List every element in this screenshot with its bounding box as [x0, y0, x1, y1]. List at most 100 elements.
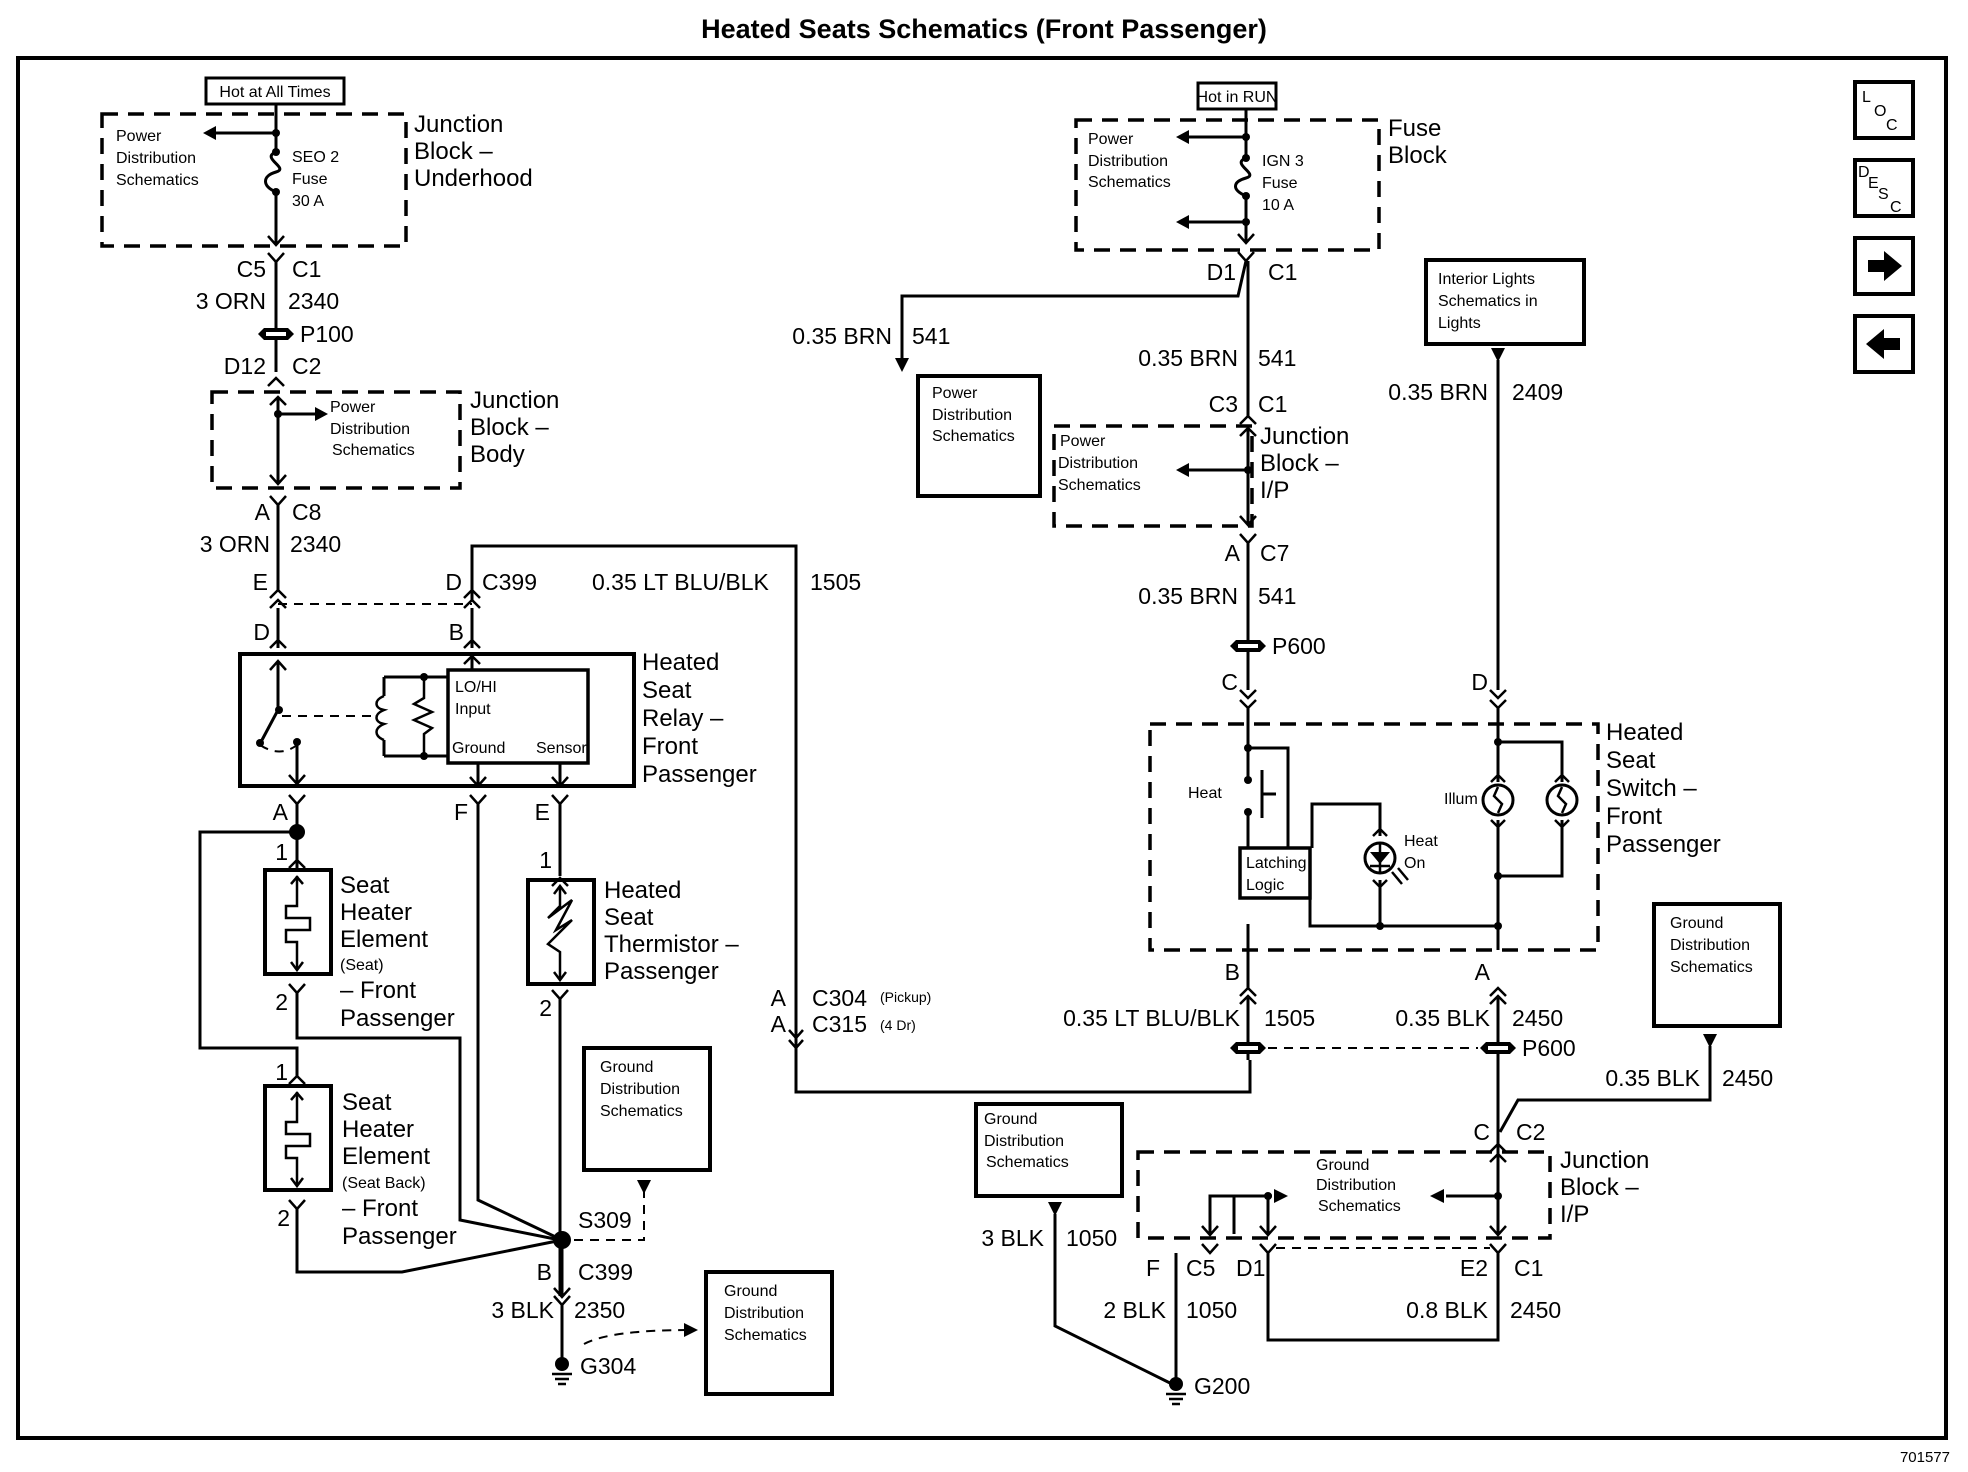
svg-text:Ground: Ground [724, 1283, 777, 1300]
connector-c3: C3 [1209, 391, 1238, 417]
latching-logic [1238, 846, 1312, 900]
wire-gauge: 0.35 BRN [792, 323, 892, 349]
ground-distribution-ref-3[interactable] [1652, 902, 1782, 1028]
svg-text:Passenger: Passenger [642, 761, 757, 788]
svg-text:Power: Power [1088, 131, 1134, 148]
connector-icon [788, 1029, 804, 1050]
svg-text:10 A: 10 A [1262, 197, 1294, 214]
svg-text:Seat: Seat [342, 1089, 392, 1116]
wire-1050 [1053, 1214, 1177, 1388]
svg-text:Passenger: Passenger [1606, 831, 1721, 858]
hot-at-all-times-label: Hot at All Times [204, 76, 346, 106]
pass-through-p600-b [1230, 1042, 1516, 1054]
connector-c1: C1 [292, 256, 321, 282]
svg-text:Heater: Heater [340, 899, 412, 926]
arrow-icon [463, 654, 481, 665]
svg-text:Schematics: Schematics [1058, 477, 1141, 494]
junction-block-underhood [100, 112, 408, 248]
connector-icon [267, 376, 285, 387]
wire-gauge: 3 ORN [196, 288, 266, 314]
svg-text:Junction: Junction [470, 387, 559, 414]
connector-a: A [255, 499, 271, 525]
connector-b: B [537, 1259, 552, 1285]
latching-label: Latching [1246, 855, 1307, 872]
connector-icon [1239, 533, 1257, 545]
s309-label: S309 [578, 1207, 632, 1233]
desc-button[interactable]: D E S C [1853, 158, 1915, 218]
svg-text:– Front: – Front [342, 1195, 418, 1222]
svg-text:Block –: Block – [470, 414, 549, 441]
wire-gauge: 0.35 BRN [1138, 583, 1238, 609]
svg-text:IGN 3: IGN 3 [1262, 153, 1304, 170]
heater-seat-pin-1: 1 [275, 839, 288, 865]
prev-button[interactable] [1853, 314, 1915, 374]
thermistor-pin-2: 2 [539, 995, 552, 1021]
heater-back-label: Seat Heater Element (Seat Back) – Front … [342, 1089, 457, 1250]
next-button[interactable] [1853, 236, 1915, 296]
connector-icon [269, 638, 481, 649]
svg-text:Seat: Seat [340, 872, 390, 899]
svg-text:Distribution: Distribution [600, 1081, 680, 1098]
contact-dot [1244, 808, 1252, 816]
svg-text:Block: Block [1388, 142, 1448, 169]
loc-button[interactable]: L O C [1853, 80, 1915, 140]
svg-text:Distribution: Distribution [116, 150, 196, 167]
seat-heater-element-back [263, 1084, 333, 1192]
contact-dot [1244, 776, 1252, 784]
heater-back-pin-2: 2 [277, 1205, 290, 1231]
heater-seat-label: Seat Heater Element (Seat) – Front Passe… [340, 872, 455, 1032]
svg-text:Block –: Block – [1260, 450, 1339, 477]
arrow-icon [1239, 426, 1257, 527]
wire-gauge: 2 BLK [1103, 1297, 1166, 1323]
junction-block-ip [1052, 424, 1254, 528]
wire-circuit: 2340 [290, 531, 341, 557]
heat-on-label-1: Heat [1404, 833, 1438, 850]
svg-text:I/P: I/P [1560, 1201, 1589, 1228]
arrow-icon [315, 407, 328, 421]
connector-c5: C5 [237, 256, 266, 282]
fuse-seo2-label: SEO 2 Fuse 30 A [292, 149, 339, 210]
fuse-ign3-label: IGN 3 Fuse 10 A [1262, 153, 1304, 214]
thermistor-icon [546, 886, 574, 980]
wire-circuit: 2450 [1512, 1005, 1563, 1031]
connector-c399-b: C399 [578, 1259, 633, 1285]
g200-label: G200 [1194, 1373, 1250, 1399]
splice-dot [1242, 218, 1250, 226]
connector-icon [1237, 251, 1255, 263]
wire [295, 1209, 563, 1274]
ground-g304-icon [552, 1357, 572, 1386]
power-distribution-ref-5: Power Distribution Schematics [1058, 433, 1141, 494]
switch-pin-c: C [1221, 669, 1238, 695]
interior-lights-ref[interactable] [1424, 258, 1586, 346]
relay-module [446, 668, 590, 765]
svg-text:SEO 2: SEO 2 [292, 149, 339, 166]
c304-pin: A [771, 985, 787, 1011]
ground-distribution-ref-2[interactable] [704, 1270, 834, 1396]
illum-label: Illum [1444, 791, 1478, 808]
svg-text:Schematics: Schematics [332, 442, 415, 459]
wire [276, 398, 316, 484]
illum-lamp-icon-2 [1545, 783, 1579, 817]
svg-text:Distribution: Distribution [1670, 937, 1750, 954]
wire-circuit: 541 [1258, 583, 1296, 609]
splice-dot [274, 410, 282, 418]
ground-distribution-ref-4[interactable] [974, 1102, 1124, 1198]
svg-text:Relay –: Relay – [642, 705, 724, 732]
svg-text:30 A: 30 A [292, 193, 324, 210]
c304-label: C304 [812, 985, 867, 1011]
jb-underhood-label: Junction Block – Underhood [414, 111, 533, 192]
svg-text:(Seat Back): (Seat Back) [342, 1175, 426, 1192]
svg-text:I/P: I/P [1260, 477, 1289, 504]
fuse-terminal [1242, 154, 1250, 162]
wire-2450 [1498, 1046, 1712, 1133]
connector-d1: D1 [1207, 259, 1236, 285]
wire-circuit: 1505 [810, 569, 861, 595]
power-ref-4-text: Power Distribution Schematics [932, 385, 1015, 445]
heat-pushbutton-icon[interactable] [1260, 770, 1276, 818]
svg-text:Fuse: Fuse [1388, 115, 1441, 142]
ground-distribution-ref-1[interactable] [582, 1046, 712, 1172]
svg-text:Passenger: Passenger [340, 1005, 455, 1032]
switch-pin-d: D [1471, 669, 1488, 695]
svg-text:Underhood: Underhood [414, 165, 533, 192]
power-distribution-ref-4[interactable] [916, 374, 1042, 498]
